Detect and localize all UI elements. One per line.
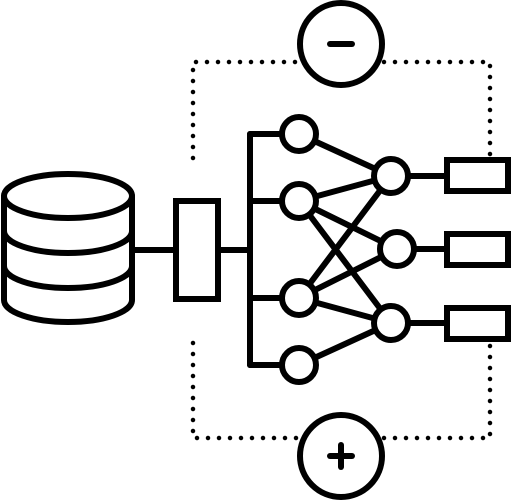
feedback-loop-top-right: [381, 59, 493, 161]
plus-icon: [297, 412, 385, 500]
hidden-node-1: [371, 156, 411, 196]
output-box-icon: [444, 305, 511, 342]
database-icon: [1, 171, 135, 325]
minus-icon: [297, 0, 385, 88]
hidden-node-2: [377, 229, 417, 269]
output-box-icon: [444, 157, 511, 194]
processor-box-icon: [173, 198, 221, 302]
input-node-1: [279, 114, 319, 154]
input-node-3: [279, 278, 319, 318]
feedback-loop-top: [190, 59, 301, 161]
hidden-node-3: [371, 303, 411, 343]
feedback-loop-bottom: [190, 340, 301, 441]
feedback-loop-bottom-right: [381, 340, 493, 441]
output-box-icon: [444, 231, 511, 268]
input-node-4: [279, 345, 319, 385]
input-node-2: [279, 181, 319, 221]
